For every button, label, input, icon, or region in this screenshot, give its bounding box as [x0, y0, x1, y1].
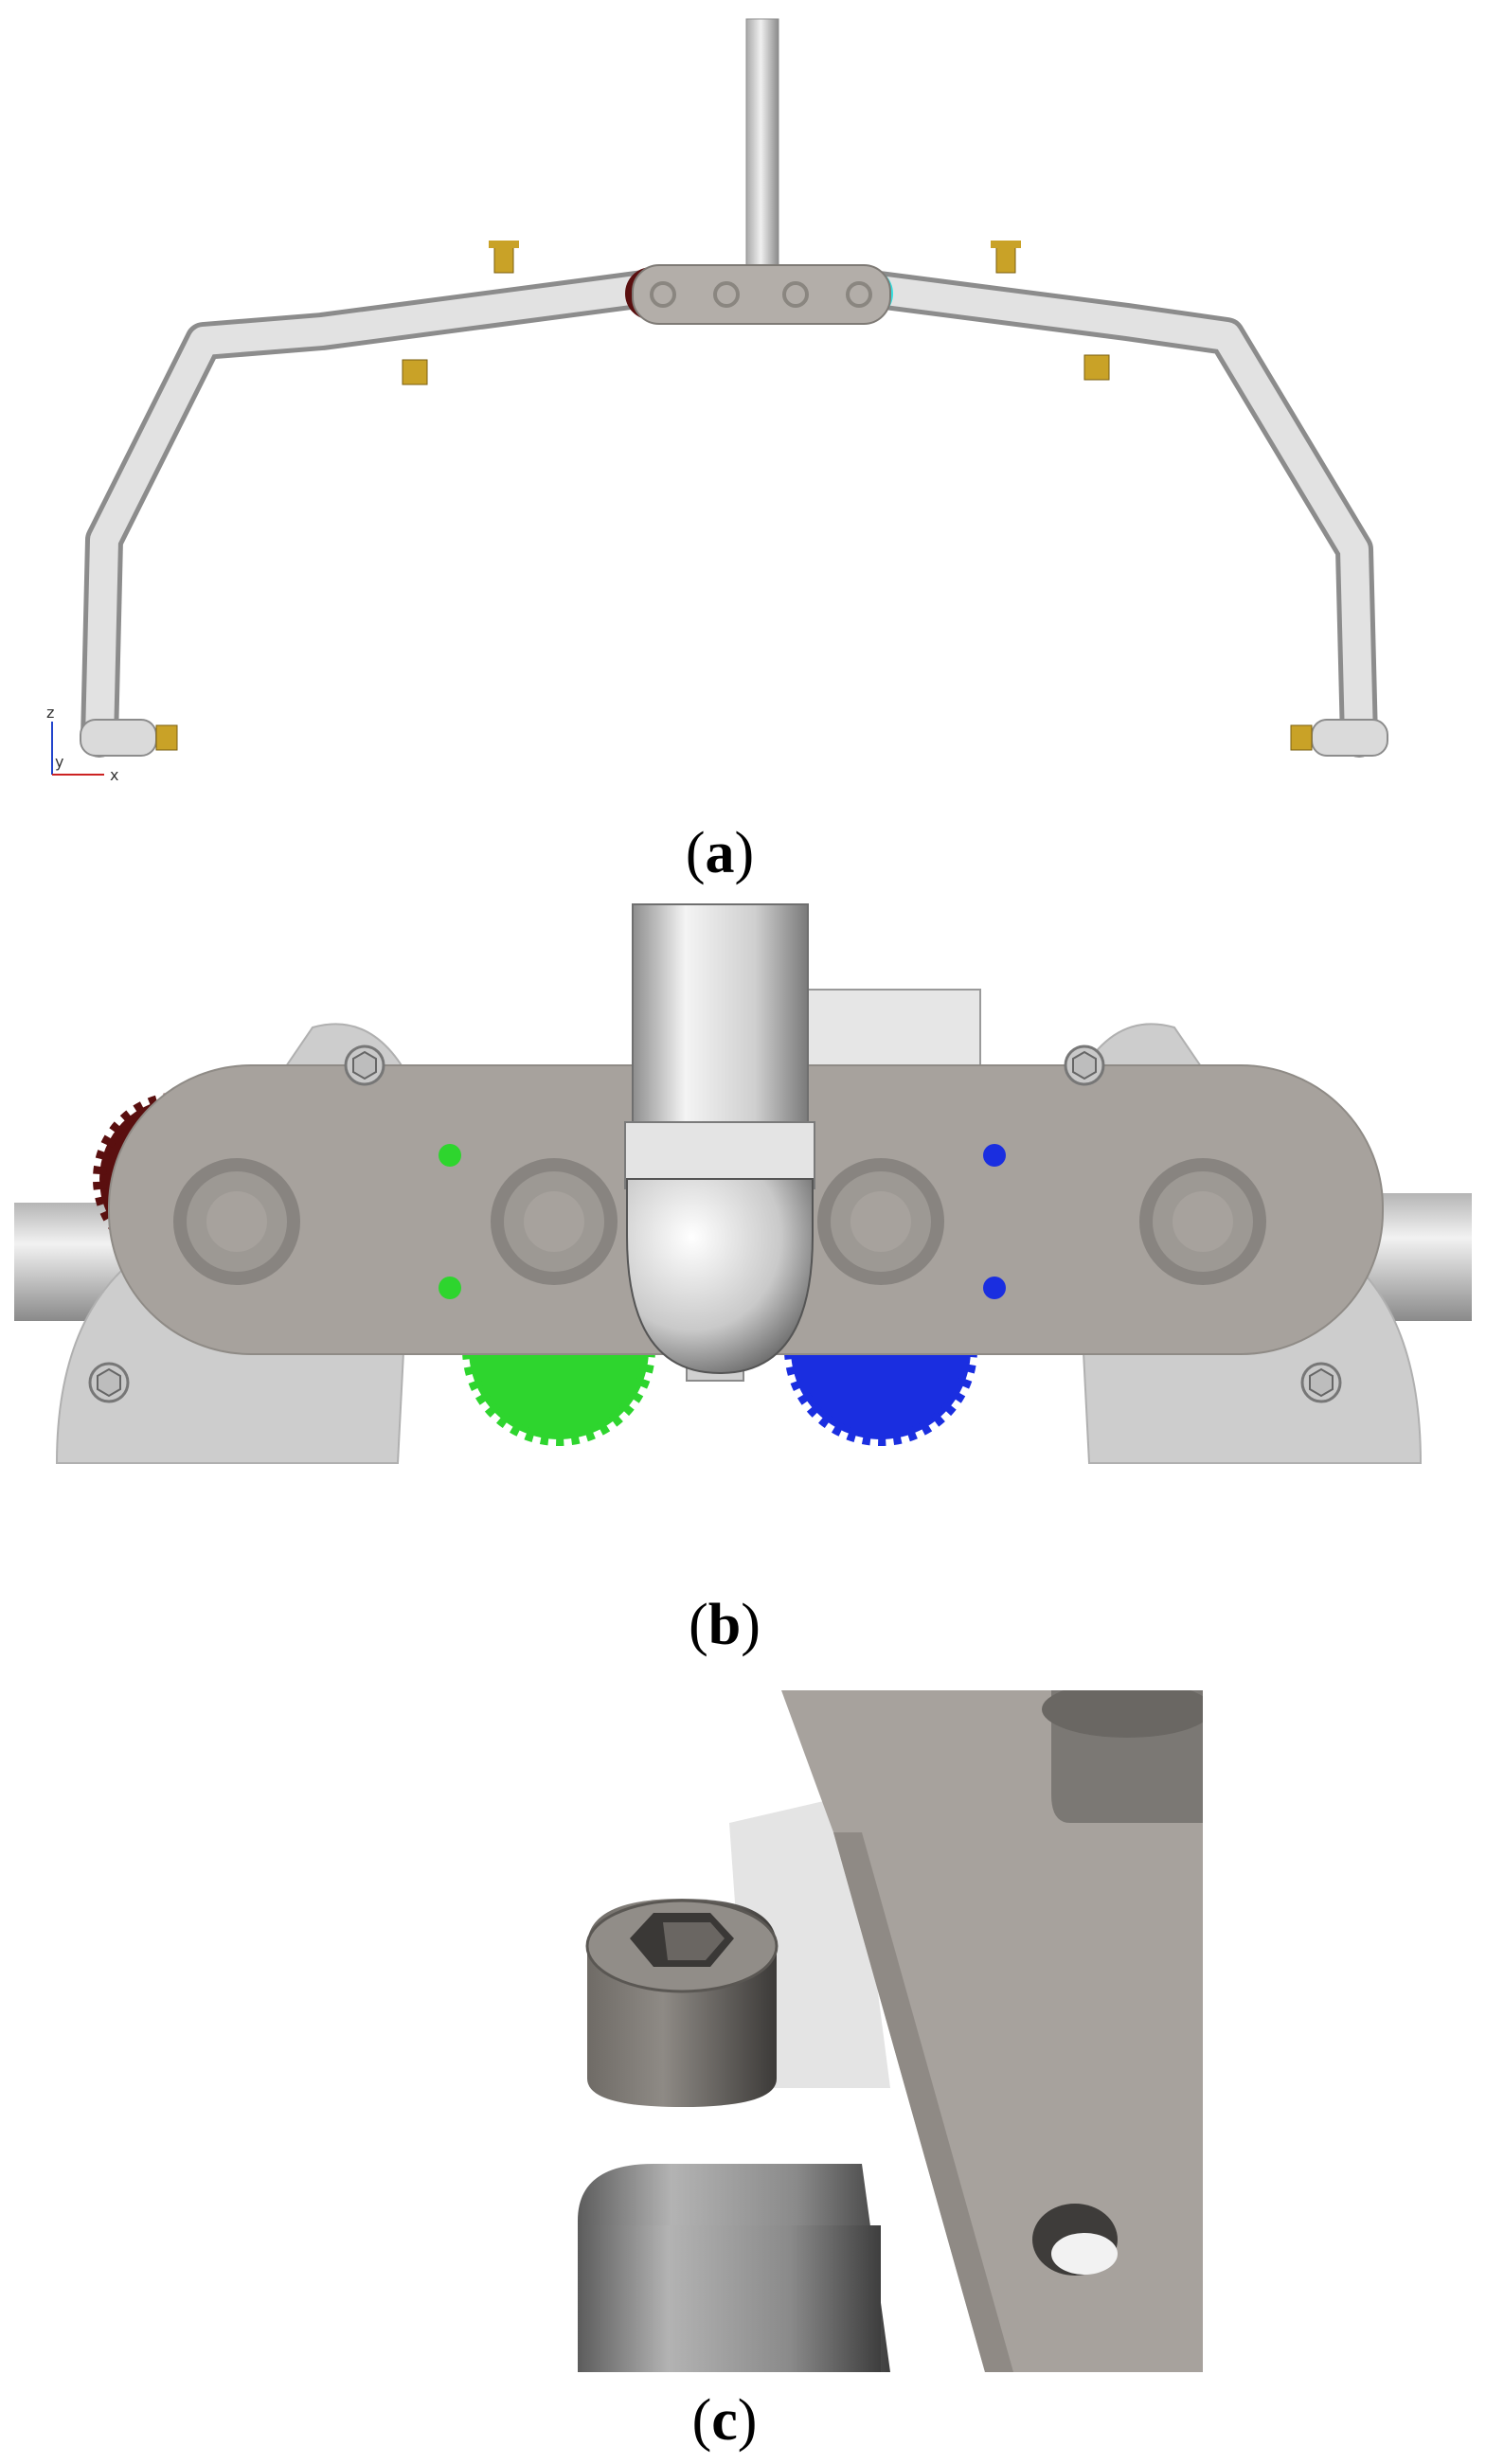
mast-collar: [624, 1121, 815, 1189]
bearing-ring-4: [1139, 1158, 1266, 1285]
pipe-arm-left: [81, 270, 663, 758]
nozzle-right-lower: [1083, 354, 1110, 381]
pipe-arm-right: [852, 270, 1378, 758]
central-mast: [745, 18, 779, 304]
axis-y-label: y: [55, 753, 63, 771]
nozzle-left-lower: [402, 359, 428, 385]
gearbox-assembly: [625, 264, 893, 325]
hex-bolt-3: [1064, 1045, 1105, 1086]
gearbox-closeup-view: [14, 903, 1472, 1464]
bearing-ring-1: [173, 1158, 300, 1285]
plate-hole: [1032, 2204, 1118, 2276]
assembly-overview-view: z y x: [46, 18, 1388, 784]
nozzle-right-bottom: [1290, 724, 1313, 751]
axis-triad: z y x: [46, 704, 118, 784]
caption-c: (c): [691, 2388, 758, 2453]
bearing-ring-3: [817, 1158, 944, 1285]
nozzle-left-upper: [489, 241, 519, 274]
pin-blue-bottom: [983, 1277, 1006, 1299]
hex-bolt-1: [344, 1045, 385, 1086]
pin-green-bottom: [439, 1277, 461, 1299]
mast-pipe: [632, 903, 809, 1161]
gear-plate: [781, 1690, 1203, 2372]
elbow-left-bottom: [80, 719, 157, 757]
nozzle-right-upper: [991, 241, 1021, 274]
axis-z-label: z: [46, 704, 54, 722]
pin-blue-top: [983, 1144, 1006, 1167]
pin-green-top: [439, 1144, 461, 1167]
hex-bolt-2: [88, 1362, 130, 1403]
elbow-dome: [626, 1178, 814, 1375]
caption-b: (b): [689, 1593, 761, 1657]
caption-a: (a): [685, 821, 755, 885]
bolt-detail-view: [578, 1690, 1203, 2372]
bearing-ring-2: [491, 1158, 618, 1285]
elbow-right-bottom: [1311, 719, 1388, 757]
hex-bolt-4: [1300, 1362, 1342, 1403]
axis-x-label: x: [110, 766, 118, 784]
nozzle-left-bottom: [155, 724, 178, 751]
